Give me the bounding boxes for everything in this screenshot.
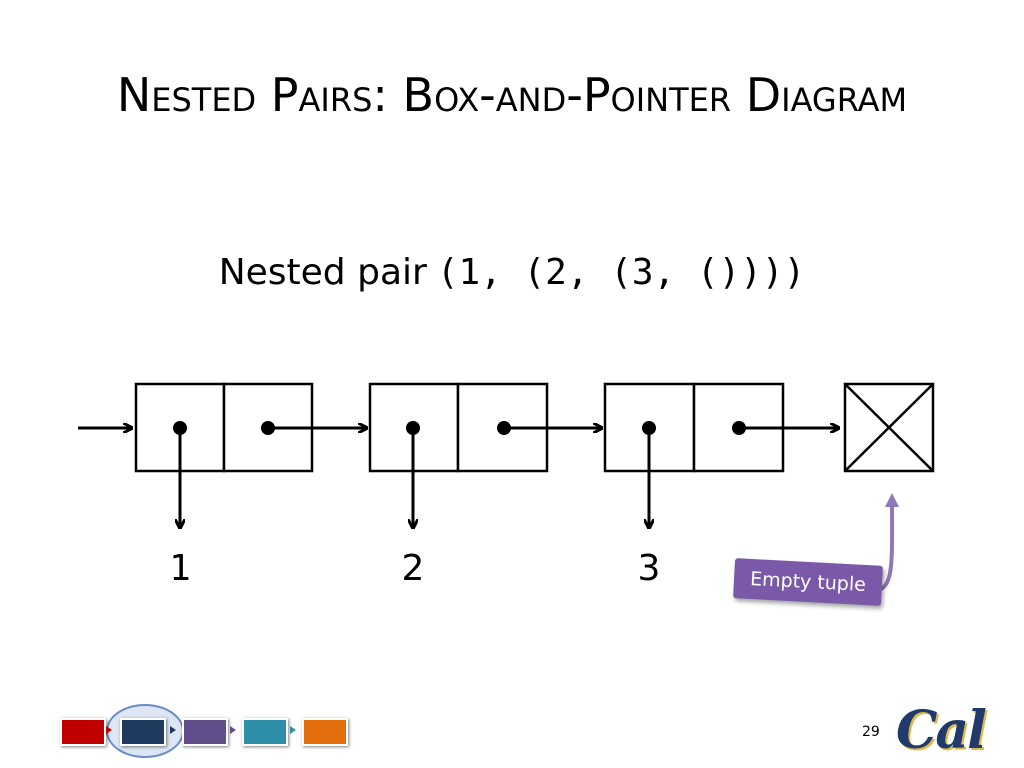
callout-arrow [877,493,900,592]
nav-arrow-icon [106,726,112,734]
nav-section-3[interactable] [182,718,228,746]
empty-tuple-box [843,382,935,473]
nav-section-4[interactable] [242,718,288,746]
section-nav [58,704,358,758]
value-label-1: 1 [169,548,191,589]
value-label-3: 3 [638,548,661,589]
nav-arrow-icon [230,726,236,734]
empty-tuple-callout: Empty tuple [733,558,883,606]
cal-logo: Cal [896,700,987,761]
nav-arrow-icon [290,726,296,734]
subtitle-code: (1, (2, (3, ()))) [436,252,806,293]
slide-title: Nested Pairs: Box-and-Pointer Diagram [116,68,908,122]
nav-arrow-icon [170,726,176,734]
pair-box-2 [368,382,549,473]
subtitle-label: Nested pair [218,252,427,293]
pair-box-1 [134,382,314,473]
nav-section-2[interactable] [120,718,166,746]
nav-section-1[interactable] [60,718,106,746]
page-number: 29 [862,724,880,740]
value-label-2: 2 [402,548,425,589]
subtitle: Nested pair(1, (2, (3, ()))) [0,252,1024,293]
nav-section-5[interactable] [302,718,348,746]
